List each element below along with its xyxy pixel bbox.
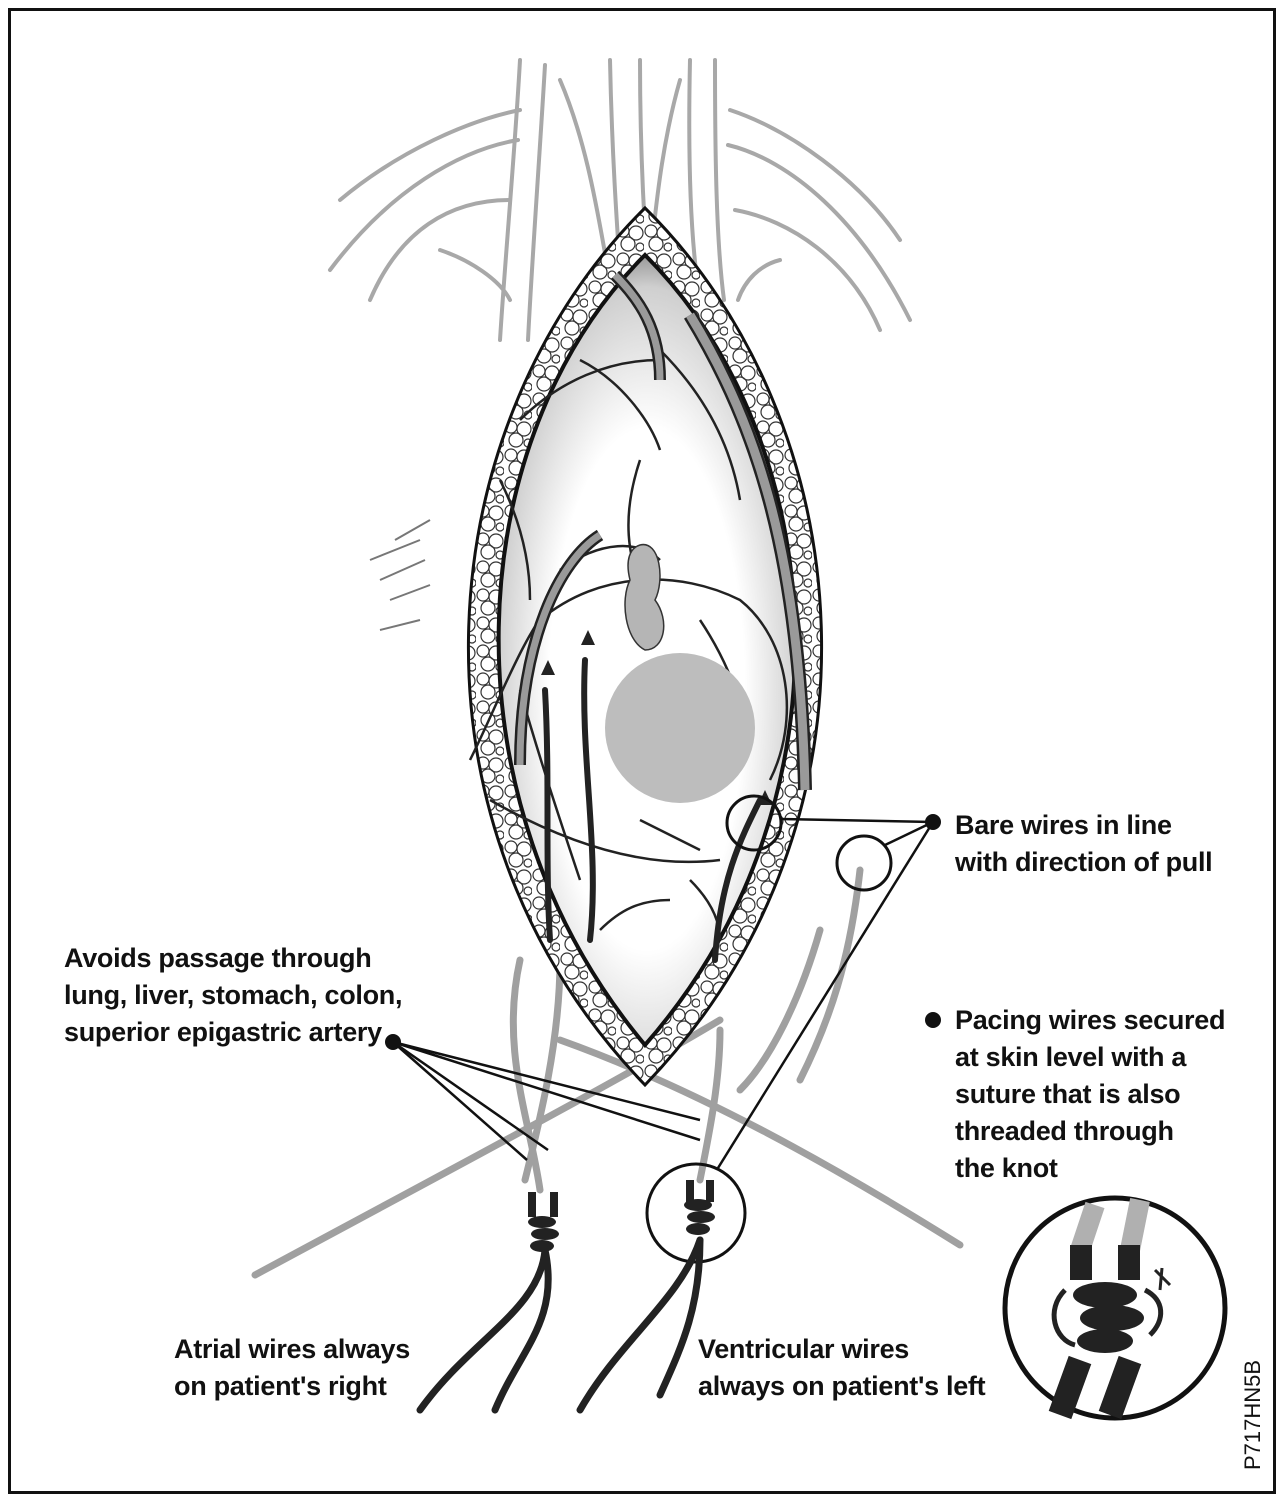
bare-wire-circle-2 — [837, 836, 891, 890]
bare-wires-label: Bare wires in line with direction of pul… — [955, 807, 1212, 881]
ventricular-knot — [684, 1180, 715, 1235]
nerve-lines — [370, 520, 430, 630]
figure-code: P717HN5B — [1240, 1360, 1266, 1470]
external-wires — [420, 1240, 700, 1410]
pacing-wires-label: Pacing wires secured at skin level with … — [955, 1002, 1225, 1187]
atrial-knot — [528, 1192, 559, 1252]
atrial-wires-label: Atrial wires always on patient's right — [174, 1331, 410, 1405]
heart-gray-region — [605, 653, 755, 803]
bullet-dot-icon — [925, 814, 941, 830]
knot-detail-icon — [1005, 1198, 1225, 1418]
ventricular-wires-label: Ventricular wires always on patient's le… — [698, 1331, 985, 1405]
avoids-passage-label: Avoids passage through lung, liver, stom… — [64, 940, 402, 1051]
bullet-dot-icon — [925, 1012, 941, 1028]
